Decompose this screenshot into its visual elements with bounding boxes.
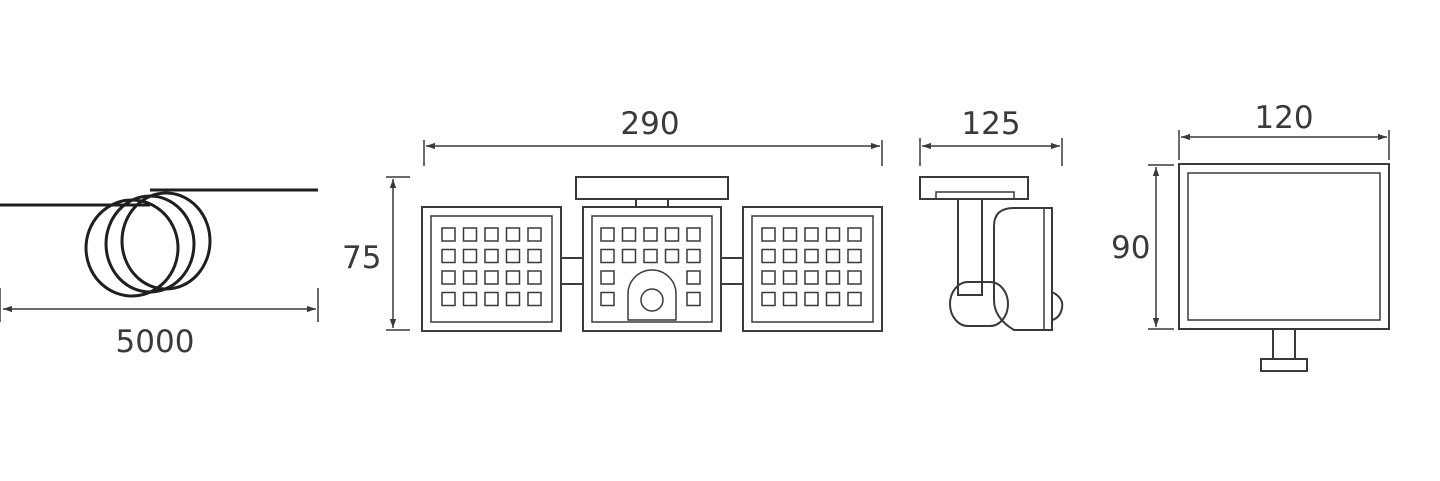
left-led-grid xyxy=(441,227,542,307)
front-width-label: 290 xyxy=(620,106,679,142)
led-cell xyxy=(847,248,862,264)
side-depth-label: 125 xyxy=(961,106,1020,142)
top-mount-stem xyxy=(635,198,669,208)
solar-panel-stem xyxy=(1272,328,1296,360)
led-cell xyxy=(804,291,819,307)
cable-coil-view: 5000 xyxy=(0,188,319,360)
led-cell xyxy=(527,227,542,242)
led-cell xyxy=(761,291,776,307)
led-cell xyxy=(505,270,521,285)
led-cell xyxy=(761,248,776,264)
led-cell xyxy=(804,270,819,285)
front-height-label: 75 xyxy=(342,240,381,276)
side-sensor-bump xyxy=(1051,291,1064,321)
side-lamp-body xyxy=(993,207,1053,331)
led-cell xyxy=(825,248,841,264)
led-cell xyxy=(686,248,701,264)
left-panel-outer xyxy=(421,206,562,332)
led-cell xyxy=(782,227,798,242)
led-cell xyxy=(847,270,862,285)
led-cell xyxy=(804,248,819,264)
led-cell xyxy=(782,270,798,285)
led-cell xyxy=(643,227,658,242)
cable-loop-2 xyxy=(104,194,196,294)
motion-sensor-housing xyxy=(627,269,677,321)
led-cell xyxy=(847,227,862,242)
solar-panel-inner xyxy=(1187,172,1381,321)
led-cell xyxy=(600,227,615,242)
right-led-grid xyxy=(761,227,862,307)
led-cell xyxy=(441,248,456,264)
front-view: 290 75 xyxy=(342,106,883,332)
led-cell xyxy=(441,270,456,285)
led-cell xyxy=(527,291,542,307)
led-cell xyxy=(484,270,499,285)
led-cell xyxy=(621,248,637,264)
side-view: 125 xyxy=(919,106,1064,331)
center-panel-inner xyxy=(591,215,713,323)
led-cell xyxy=(527,270,542,285)
left-hinge xyxy=(560,257,584,285)
led-cell xyxy=(686,270,701,285)
led-cell xyxy=(825,227,841,242)
led-cell xyxy=(462,227,478,242)
led-cell xyxy=(484,248,499,264)
solar-panel-base xyxy=(1260,358,1308,372)
front-height-label-text: 75 xyxy=(342,240,381,276)
led-cell xyxy=(825,291,841,307)
led-cell xyxy=(664,248,680,264)
left-panel-inner xyxy=(430,215,553,323)
center-led-grid xyxy=(600,227,701,307)
solar-panel-outer xyxy=(1178,163,1390,330)
solar-panel-view: 120 90 xyxy=(1111,100,1390,372)
led-cell xyxy=(484,227,499,242)
led-cell xyxy=(462,291,478,307)
right-panel-inner xyxy=(751,215,874,323)
right-panel-outer xyxy=(742,206,883,332)
led-cell xyxy=(441,291,456,307)
led-cell xyxy=(600,291,615,307)
led-cell xyxy=(441,227,456,242)
led-cell xyxy=(804,227,819,242)
led-cell xyxy=(505,248,521,264)
panel-height-label: 90 xyxy=(1111,230,1150,266)
led-cell xyxy=(484,291,499,307)
led-cell xyxy=(686,291,701,307)
led-cell xyxy=(505,291,521,307)
led-cell xyxy=(600,270,615,285)
led-cell xyxy=(664,227,680,242)
center-panel-outer xyxy=(582,206,722,332)
cable-loop-3 xyxy=(120,191,212,291)
side-pivot-knob xyxy=(949,281,1009,327)
led-cell xyxy=(600,248,615,264)
right-hinge xyxy=(720,257,744,285)
panel-width-label: 120 xyxy=(1254,100,1313,136)
led-cell xyxy=(462,270,478,285)
led-cell xyxy=(825,270,841,285)
led-cell xyxy=(761,227,776,242)
top-mount-bar xyxy=(575,176,729,200)
cable-loop-1 xyxy=(84,198,180,298)
led-cell xyxy=(761,270,776,285)
side-arm xyxy=(957,198,983,296)
led-cell xyxy=(643,248,658,264)
led-cell xyxy=(782,291,798,307)
cable-length-label: 5000 xyxy=(116,324,195,360)
led-cell xyxy=(527,248,542,264)
motion-sensor-icon xyxy=(640,288,664,312)
side-mount-plate-inner xyxy=(935,191,1015,200)
led-cell xyxy=(686,227,701,242)
led-cell xyxy=(621,227,637,242)
led-cell xyxy=(847,291,862,307)
led-cell xyxy=(462,248,478,264)
led-cell xyxy=(782,248,798,264)
led-cell xyxy=(505,227,521,242)
